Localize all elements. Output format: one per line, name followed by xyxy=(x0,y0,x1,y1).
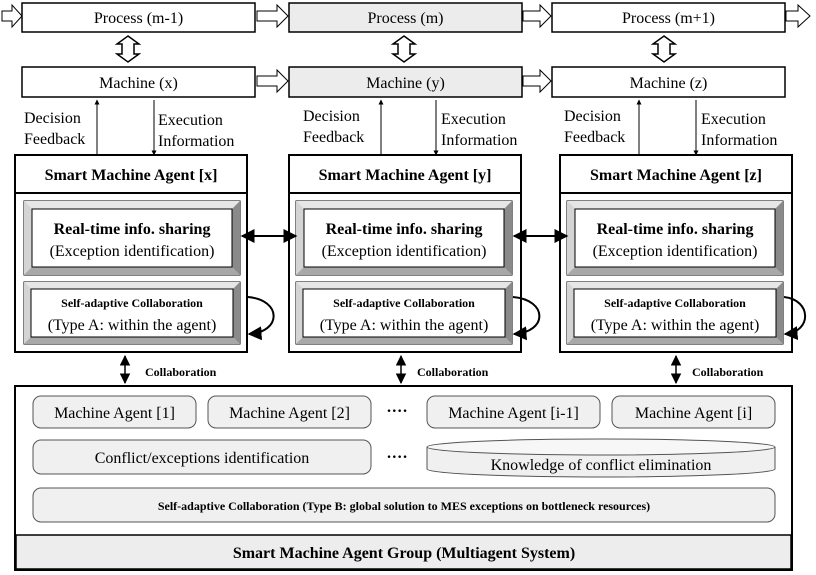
collab-a-title-y: Self-adaptive Collaboration xyxy=(333,296,475,310)
agent-column-x: Decision Feedback Execution Information … xyxy=(14,99,275,385)
group-footer-bar xyxy=(15,534,792,570)
process-box-m xyxy=(288,2,523,33)
machine-agent-i-box xyxy=(611,395,776,429)
machine-agent-i-label: Machine Agent [i] xyxy=(635,405,752,422)
info-sharing-title-z: Real-time info. sharing xyxy=(597,221,754,238)
conflict-identification-label: Conflict/exceptions identification xyxy=(95,450,310,467)
flow-arrow-2 xyxy=(522,3,552,29)
machine-agent-i-1-box xyxy=(426,395,601,429)
agent-column-y: Decision Feedback Execution Information … xyxy=(288,99,541,385)
decision-label-x: Decision xyxy=(24,110,81,127)
process-box-m-1 xyxy=(21,2,256,33)
collab-a-bevel-y xyxy=(295,281,513,345)
group-ellipsis: ···· xyxy=(386,449,407,466)
process-machine-links xyxy=(114,35,678,63)
info-sharing-bevel-x xyxy=(23,200,241,276)
execution-label-x: Execution xyxy=(158,112,223,129)
collab-a-title-x: Self-adaptive Collaboration xyxy=(61,296,203,310)
machine-box-y xyxy=(288,66,523,98)
machine-agent-1-box xyxy=(32,395,197,429)
feedback-label-y: Feedback xyxy=(303,129,364,146)
feedback-label-x: Feedback xyxy=(24,131,85,148)
collab-b-box xyxy=(32,487,776,523)
machine-agent-1-label: Machine Agent [1] xyxy=(54,405,175,422)
information-label-x: Information xyxy=(158,133,234,150)
execution-label-y: Execution xyxy=(441,111,506,128)
machine-label-x: Machine (x) xyxy=(99,75,178,92)
agent-title-z: Smart Machine Agent [z] xyxy=(590,167,762,184)
machine-flow-arrow-2 xyxy=(522,68,552,94)
double-arrow-x xyxy=(114,35,142,63)
collaboration-label-y: Collaboration xyxy=(417,365,489,379)
collab-a-bevel-x xyxy=(23,281,241,345)
agent-title-y: Smart Machine Agent [y] xyxy=(319,167,492,184)
machine-agent-2-box xyxy=(207,395,372,429)
collab-b-label: Self-adaptive Collaboration (Type B: glo… xyxy=(158,499,650,513)
decision-label-y: Decision xyxy=(303,108,360,125)
collaboration-label-z: Collaboration xyxy=(692,365,764,379)
collaboration-label-x: Collaboration xyxy=(145,365,217,379)
double-arrow-z xyxy=(650,35,678,63)
information-label-y: Information xyxy=(441,132,517,149)
collab-a-sub-z: (Type A: within the agent) xyxy=(591,317,760,334)
flow-arrow-out xyxy=(785,3,811,29)
process-label-m: Process (m) xyxy=(368,10,444,27)
knowledge-label: Knowledge of conflict elimination xyxy=(491,457,712,474)
collab-a-sub-x: (Type A: within the agent) xyxy=(48,317,217,334)
info-sharing-title-y: Real-time info. sharing xyxy=(326,221,483,238)
execution-label-z: Execution xyxy=(701,111,766,128)
agent-group-panel: Machine Agent [1] Machine Agent [2] ····… xyxy=(14,385,793,571)
info-sharing-bevel-y xyxy=(295,200,513,276)
process-box-m-plus-1 xyxy=(551,2,786,33)
agent-column-z: Decision Feedback Execution Information … xyxy=(559,99,807,385)
info-sharing-title-x: Real-time info. sharing xyxy=(54,221,211,238)
knowledge-database-icon xyxy=(426,438,776,478)
machine-flow-arrow-1 xyxy=(256,68,289,94)
feedback-label-z: Feedback xyxy=(564,129,625,146)
info-sharing-sub-z: (Exception identification) xyxy=(593,243,758,260)
agents-ellipsis: ···· xyxy=(386,403,407,420)
decision-label-z: Decision xyxy=(564,108,621,125)
self-loop-arrow-x xyxy=(247,296,275,341)
self-loop-arrow-z xyxy=(783,296,807,341)
machine-agent-i-1-label: Machine Agent [i-1] xyxy=(448,405,579,422)
flow-arrow-in xyxy=(1,3,23,29)
machine-label-z: Machine (z) xyxy=(630,75,708,92)
agent-title-x: Smart Machine Agent [x] xyxy=(45,167,218,184)
machine-agent-2-label: Machine Agent [2] xyxy=(229,405,350,422)
collab-a-bevel-z xyxy=(566,281,784,345)
conflict-identification-box xyxy=(32,439,372,475)
self-loop-arrow-y xyxy=(512,296,541,341)
machine-box-z xyxy=(551,66,786,98)
process-label-m-1: Process (m-1) xyxy=(94,10,183,27)
flow-arrow-1 xyxy=(256,3,289,29)
info-sharing-sub-y: (Exception identification) xyxy=(322,243,487,260)
process-label-m-plus-1: Process (m+1) xyxy=(622,10,715,27)
collab-a-title-z: Self-adaptive Collaboration xyxy=(604,296,746,310)
double-arrow-y xyxy=(390,35,418,63)
collab-a-sub-y: (Type A: within the agent) xyxy=(320,317,489,334)
machine-label-y: Machine (y) xyxy=(366,75,445,92)
info-sharing-sub-x: (Exception identification) xyxy=(50,243,215,260)
info-sharing-bevel-z xyxy=(566,200,784,276)
group-footer-title: Smart Machine Agent Group (Multiagent Sy… xyxy=(233,545,575,562)
machine-box-x xyxy=(21,66,256,98)
information-label-z: Information xyxy=(701,132,777,149)
